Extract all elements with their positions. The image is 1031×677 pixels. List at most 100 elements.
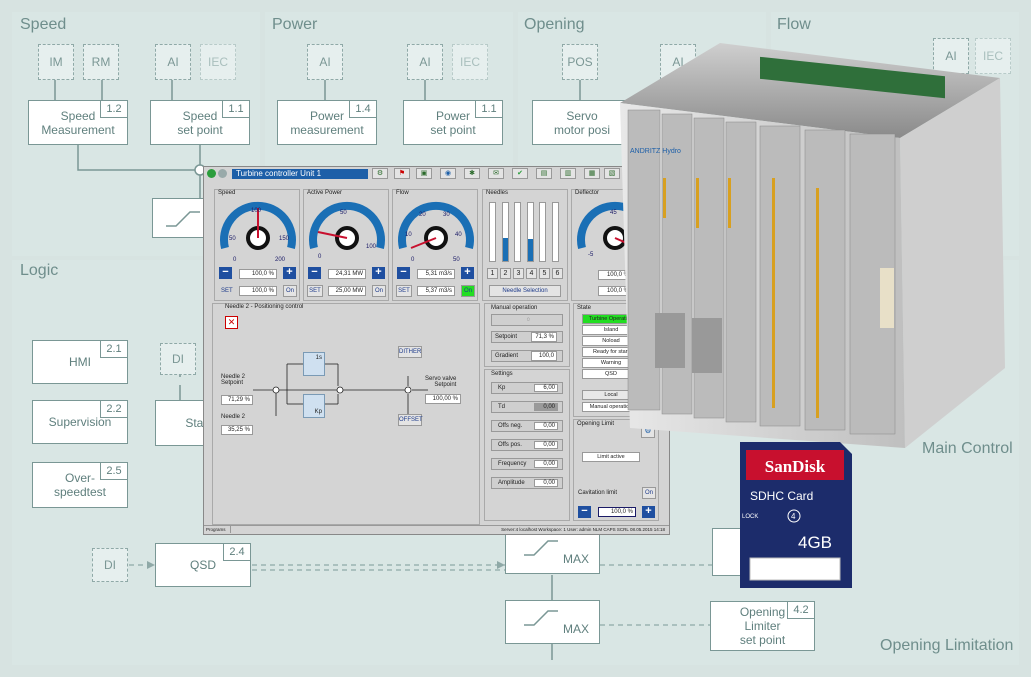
sd-capacity: 4GB <box>798 533 832 552</box>
opening-limit-plus-button[interactable]: + <box>642 506 655 518</box>
needle-actual-label: Needle 2 <box>221 414 246 420</box>
offset-button[interactable]: OFFSET <box>398 414 423 426</box>
source-di-logic: DI <box>160 343 196 375</box>
manual-toggle-button[interactable]: ◌ <box>491 314 563 326</box>
block-max-2: MAX <box>505 600 600 644</box>
kp-block[interactable]: Kp <box>303 394 325 418</box>
needle-bar-fill <box>502 237 508 261</box>
state-title: State <box>577 305 592 311</box>
cavitation-on-button[interactable]: On <box>642 487 656 499</box>
sd-type: SDHC Card <box>750 489 813 503</box>
window-icon-right[interactable] <box>218 169 227 178</box>
toolbar-machine-icon[interactable]: ▣ <box>416 168 432 179</box>
toolbar-gear-icon[interactable]: ✱ <box>464 168 480 179</box>
manual-setpoint-value: 71,3 % <box>531 332 557 342</box>
toolbar-turbine-icon[interactable]: ⚙ <box>372 168 388 179</box>
needle-button-3[interactable]: 3 <box>513 268 524 279</box>
panel-manual-operation: Manual operation ◌ Setpoint 71,3 % Gradi… <box>484 303 570 367</box>
power-set-button[interactable]: SET <box>307 285 323 297</box>
panel-flow: Flow 20 30 10 40 0 50 − 5,31 m3/s + SET … <box>392 189 478 301</box>
limiter-icon <box>524 540 558 556</box>
settings-row-label: Td <box>498 404 506 410</box>
needle-bar-2 <box>501 202 509 262</box>
power-minus-button[interactable]: − <box>308 267 321 279</box>
speed-tick-0: 0 <box>233 257 237 263</box>
t1-block[interactable]: 1s <box>303 352 325 376</box>
flow-plus-button[interactable]: + <box>461 267 474 279</box>
opening-limit-minus-button[interactable]: − <box>578 506 591 518</box>
needle-bar-5 <box>539 202 546 262</box>
needles-label: Needles <box>486 190 509 196</box>
opening-limit-value[interactable]: 100,0 % <box>598 507 636 517</box>
toolbar-chart-icon[interactable]: ▥ <box>560 168 576 179</box>
needle-button-5[interactable]: 5 <box>539 268 550 279</box>
power-plus-button[interactable]: + <box>372 267 385 279</box>
status-info: Server:4 localhost Workspace: 1 User: ad… <box>501 527 665 532</box>
dither-button[interactable]: DITHER <box>398 346 422 358</box>
needle-setpoint-label: Needle 2 Setpoint <box>221 374 246 386</box>
toolbar-grid-icon[interactable]: ▦ <box>584 168 600 179</box>
power-tick-100: 100 <box>366 244 377 250</box>
manual-title: Manual operation <box>491 305 538 311</box>
toolbar-mail-icon[interactable]: ✉ <box>488 168 504 179</box>
needle-selection-button[interactable]: Needle Selection <box>489 285 561 297</box>
toolbar-network-icon[interactable]: ◉ <box>440 168 456 179</box>
source-iec-power: IEC <box>452 44 488 80</box>
flow-minus-button[interactable]: − <box>397 267 410 279</box>
rack-illustration: ANDRITZ Hydro <box>620 43 1005 448</box>
speed-minus-button[interactable]: − <box>219 267 232 279</box>
toolbar-print-icon[interactable]: ▧ <box>604 168 620 179</box>
window-icon-left[interactable] <box>207 169 216 178</box>
settings-row[interactable]: Offs neg.0,00 <box>491 420 563 432</box>
needle-button-4[interactable]: 4 <box>526 268 537 279</box>
needle-setpoint-value: 71,29 % <box>221 395 253 405</box>
active-power-set-value: 25,00 MW <box>328 286 366 296</box>
toolbar-alarm-icon[interactable]: ⚑ <box>394 168 410 179</box>
turbine-controller-window: Turbine controller Unit 1 ⚙ ⚑ ▣ ◉ ✱ ✉ ✔ … <box>203 166 670 535</box>
settings-row-label: Kp <box>498 385 506 391</box>
block-servo-motor-position: Servo motor posi <box>532 100 632 145</box>
panel-opening-limit: Opening Limit ⚙ Limit active Cavitation … <box>573 419 659 521</box>
needle-button-1[interactable]: 1 <box>487 268 498 279</box>
controller-rack: ANDRITZ Hydro <box>600 28 1020 498</box>
source-iec-speed: IEC <box>200 44 236 80</box>
active-power-value: 24,31 MW <box>328 269 366 279</box>
positioning-close-icon[interactable]: ✕ <box>225 316 238 329</box>
sd-lock: LOCK <box>742 514 758 520</box>
active-power-label: Active Power <box>307 190 343 196</box>
status-programs[interactable]: Programs <box>206 526 231 533</box>
power-tick-50: 50 <box>340 210 347 216</box>
flow-on-button[interactable]: On <box>461 285 475 297</box>
servo-setpoint-label: Servo valve Setpoint <box>425 376 457 388</box>
power-on-button[interactable]: On <box>372 285 386 297</box>
speed-on-button[interactable]: On <box>283 285 297 297</box>
rack-brand: ANDRITZ Hydro <box>630 148 681 155</box>
settings-row-value: 0,00 <box>534 422 558 430</box>
toolbar-document-icon[interactable]: ▤ <box>536 168 552 179</box>
deflector-label: Deflector <box>575 190 600 196</box>
block-max-1: MAX <box>505 530 600 574</box>
needle-button-2[interactable]: 2 <box>500 268 511 279</box>
flow-set-button[interactable]: SET <box>396 285 412 297</box>
needle-bar-6 <box>551 202 559 262</box>
speed-plus-button[interactable]: + <box>283 267 296 279</box>
needle-button-6[interactable]: 6 <box>552 268 563 279</box>
settings-row-value: 0,00 <box>534 460 558 468</box>
needle-bar-1 <box>489 202 496 262</box>
toolbar-check-icon[interactable]: ✔ <box>512 168 528 179</box>
flow-tick-40: 40 <box>455 232 462 238</box>
speed-tick-200: 200 <box>275 257 286 263</box>
settings-row[interactable]: Offs pos.0,00 <box>491 439 563 451</box>
